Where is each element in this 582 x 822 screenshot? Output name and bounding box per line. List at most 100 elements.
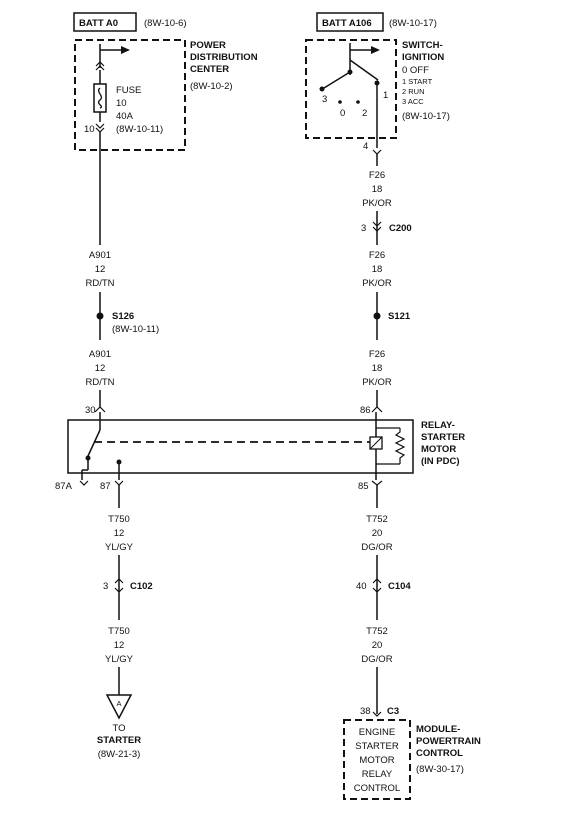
wire-a901-circuit-1: A901 [89,250,111,261]
pcm-box [343,719,411,800]
pdc-title-2: DISTRIBUTION [190,52,258,63]
switch-pin-number: 4 [363,141,368,152]
switch-arm-left [323,71,351,89]
relay-title-1: RELAY- [421,420,455,431]
wire-f26-gauge-3: 18 [372,363,383,374]
wire-f26-color-1: PK/OR [362,198,392,209]
batt-a106-ref: (8W-10-17) [389,18,437,29]
pin-86-label: 86 [360,405,371,416]
ignition-switch-box [305,39,397,139]
splice-s126-ref: (8W-10-11) [112,324,159,335]
to-starter-2: STARTER [97,735,141,746]
c104-name: C104 [388,581,411,592]
switch-contact-1-label: 1 [383,90,388,101]
c200-connector-icon [372,221,382,227]
starter-marker: A [116,699,121,708]
switch-contact-3-label: 3 [322,94,327,105]
pin-85-label: 85 [358,481,369,492]
switch-contact-0-dot [338,100,342,104]
pcm-box-line-1: ENGINE [359,727,395,738]
wire-f26-color-3: PK/OR [362,377,392,388]
switch-pin-connector-icon [372,149,382,155]
starter-ref: (8W-21-3) [98,749,141,760]
wire-a901-circuit-2: A901 [89,349,111,360]
batt-a0-ref: (8W-10-6) [144,18,187,29]
switch-title-2: IGNITION [402,52,444,63]
wire-a901-color-2: RD/TN [85,377,114,388]
wire-t750-gauge-2: 12 [114,640,125,651]
wire-a901-gauge-1: 12 [95,264,106,275]
pdc-box [74,39,186,151]
wire-t750-color-1: YL/GY [105,542,134,553]
wire-t750-circuit-1: T750 [108,514,130,525]
batt-a0-label: BATT A0 [79,18,118,29]
relay-title-4: (IN PDC) [421,456,460,467]
wire-t750-circuit-2: T750 [108,626,130,637]
wire-f26-gauge-1: 18 [372,184,383,195]
c104-pin: 40 [356,581,367,592]
pin-87a-connector-icon [79,480,89,486]
fuse-ref: (8W-10-11) [116,124,163,135]
pdc-title-3: CENTER [190,64,229,75]
splice-s126-dot [96,312,104,320]
pdc-ref: (8W-10-2) [190,81,233,92]
wire-t752-circuit-1: T752 [366,514,388,525]
switch-off: 0 OFF [402,65,429,76]
switch-pos-start: 1 START [402,77,433,86]
wire-t752-gauge-2: 20 [372,640,383,651]
pcm-ref: (8W-30-17) [416,764,464,775]
fuse-pin-number: 10 [84,124,95,135]
wire-f26-circuit-3: F26 [369,349,385,360]
switch-pos-acc: 3 ACC [402,97,424,106]
wire-a901-gauge-2: 12 [95,363,106,374]
wire-t750-gauge-1: 12 [114,528,125,539]
batt-a106-label: BATT A106 [322,18,372,29]
switch-bus-arrow-icon [371,46,380,54]
fuse-rating: 40A [116,111,134,122]
wire-f26-gauge-2: 18 [372,264,383,275]
c200-name: C200 [389,223,412,234]
switch-contact-2-dot [356,100,360,104]
wire-t750-color-2: YL/GY [105,654,134,665]
relay-contact-arm [87,429,101,457]
wire-f26-color-2: PK/OR [362,278,392,289]
relay-title-3: MOTOR [421,444,456,455]
switch-contact-2-label: 2 [362,108,367,119]
pin-30-connector-icon [94,406,106,413]
relay-title-2: STARTER [421,432,465,443]
to-starter-1: TO [112,723,125,734]
pin-87a-label: 87A [55,481,73,492]
batt-a106-box [316,12,384,32]
fuse-pin-connector-icon [95,123,105,129]
splice-s126-name: S126 [112,311,134,322]
switch-title-1: SWITCH- [402,40,443,51]
c200-pin: 3 [361,223,366,234]
pcm-title-3: CONTROL [416,748,463,759]
switch-arm-upper [349,59,379,81]
pcm-box-line-2: STARTER [355,741,399,752]
switch-contact-0-label: 0 [340,108,345,119]
wire-t752-color-1: DG/OR [361,542,392,553]
pin-30-label: 30 [85,405,96,416]
pin-87-label: 87 [100,481,111,492]
pdc-title-1: POWER [190,40,226,51]
pdc-bus-arrow-icon [121,46,130,54]
c102-name: C102 [130,581,153,592]
pcm-title-1: MODULE- [416,724,460,735]
wire-t752-color-2: DG/OR [361,654,392,665]
c3-connector-icon [372,711,382,717]
pcm-box-line-5: CONTROL [354,783,400,794]
c104-connector-icon [372,578,382,584]
fuse-number: 10 [116,98,127,109]
c3-pin: 38 [360,706,371,717]
switch-ref: (8W-10-17) [402,111,450,122]
pin-86-connector-icon [371,406,383,413]
wire-t752-circuit-2: T752 [366,626,388,637]
wire-a901-color-1: RD/TN [85,278,114,289]
switch-contact-3-dot [319,86,325,92]
splice-s121-dot [373,312,381,320]
starter-triangle-icon [105,694,133,720]
fuse-label: FUSE [116,85,141,96]
pcm-box-line-4: RELAY [362,769,393,780]
